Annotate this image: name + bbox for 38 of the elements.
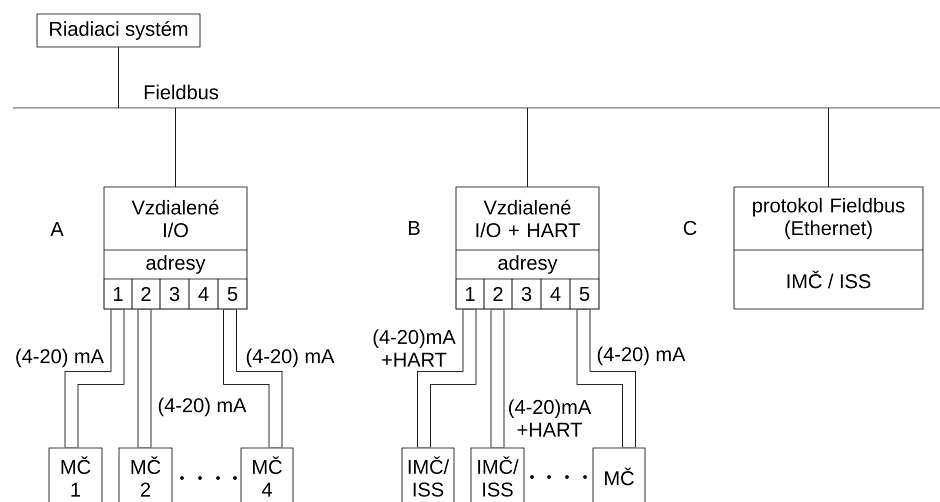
edge-label: (4-20)mA +HART <box>370 328 458 368</box>
terminal-cell: 1 <box>104 278 132 310</box>
device-box: IMČ/ ISS <box>470 448 524 502</box>
connector-line <box>118 47 119 108</box>
wire-pair <box>64 310 124 448</box>
device-box: MČ 2 <box>118 448 172 502</box>
terminal-cell: 3 <box>160 278 190 310</box>
wire-pair <box>223 310 282 448</box>
terminal-cell: 5 <box>570 278 600 310</box>
edge-label: (4-20) mA <box>595 345 687 367</box>
terminal-cell: 5 <box>218 278 248 310</box>
terminal-cell: 4 <box>188 278 218 310</box>
section-letter: B <box>408 221 420 235</box>
edge-label: (4-20) mA <box>244 347 336 369</box>
terminal-cell: 2 <box>484 278 512 310</box>
device-box: MČ 1 <box>48 448 102 502</box>
wire-pair <box>576 310 636 448</box>
wire-pair <box>490 310 504 448</box>
edge-label: (4-20)mA +HART <box>506 398 594 438</box>
device-box: MČ <box>592 448 646 502</box>
edge-label: (4-20) mA <box>14 347 106 369</box>
wire-pair <box>417 310 476 448</box>
connector-line <box>828 108 829 187</box>
section-letter: A <box>50 222 64 236</box>
terminal-cell: 1 <box>456 278 484 310</box>
control-system-box: Riadiaci systém <box>36 14 200 48</box>
terminal-cell: 4 <box>540 278 570 310</box>
connector-line <box>175 108 176 187</box>
device-box: MČ 4 <box>240 448 294 502</box>
edge-label: (4-20) mA <box>156 396 248 418</box>
section-letter: C <box>684 220 696 236</box>
bus-label: Fieldbus <box>144 84 218 100</box>
terminal-cell: 2 <box>132 278 160 310</box>
terminal-cell: 3 <box>512 278 542 310</box>
connector-line <box>527 108 528 187</box>
device-box: IMČ/ ISS <box>402 448 454 502</box>
wire-pair <box>138 310 152 448</box>
io-module-box: protokol Fieldbus (Ethernet) IMČ / ISS <box>734 186 924 310</box>
